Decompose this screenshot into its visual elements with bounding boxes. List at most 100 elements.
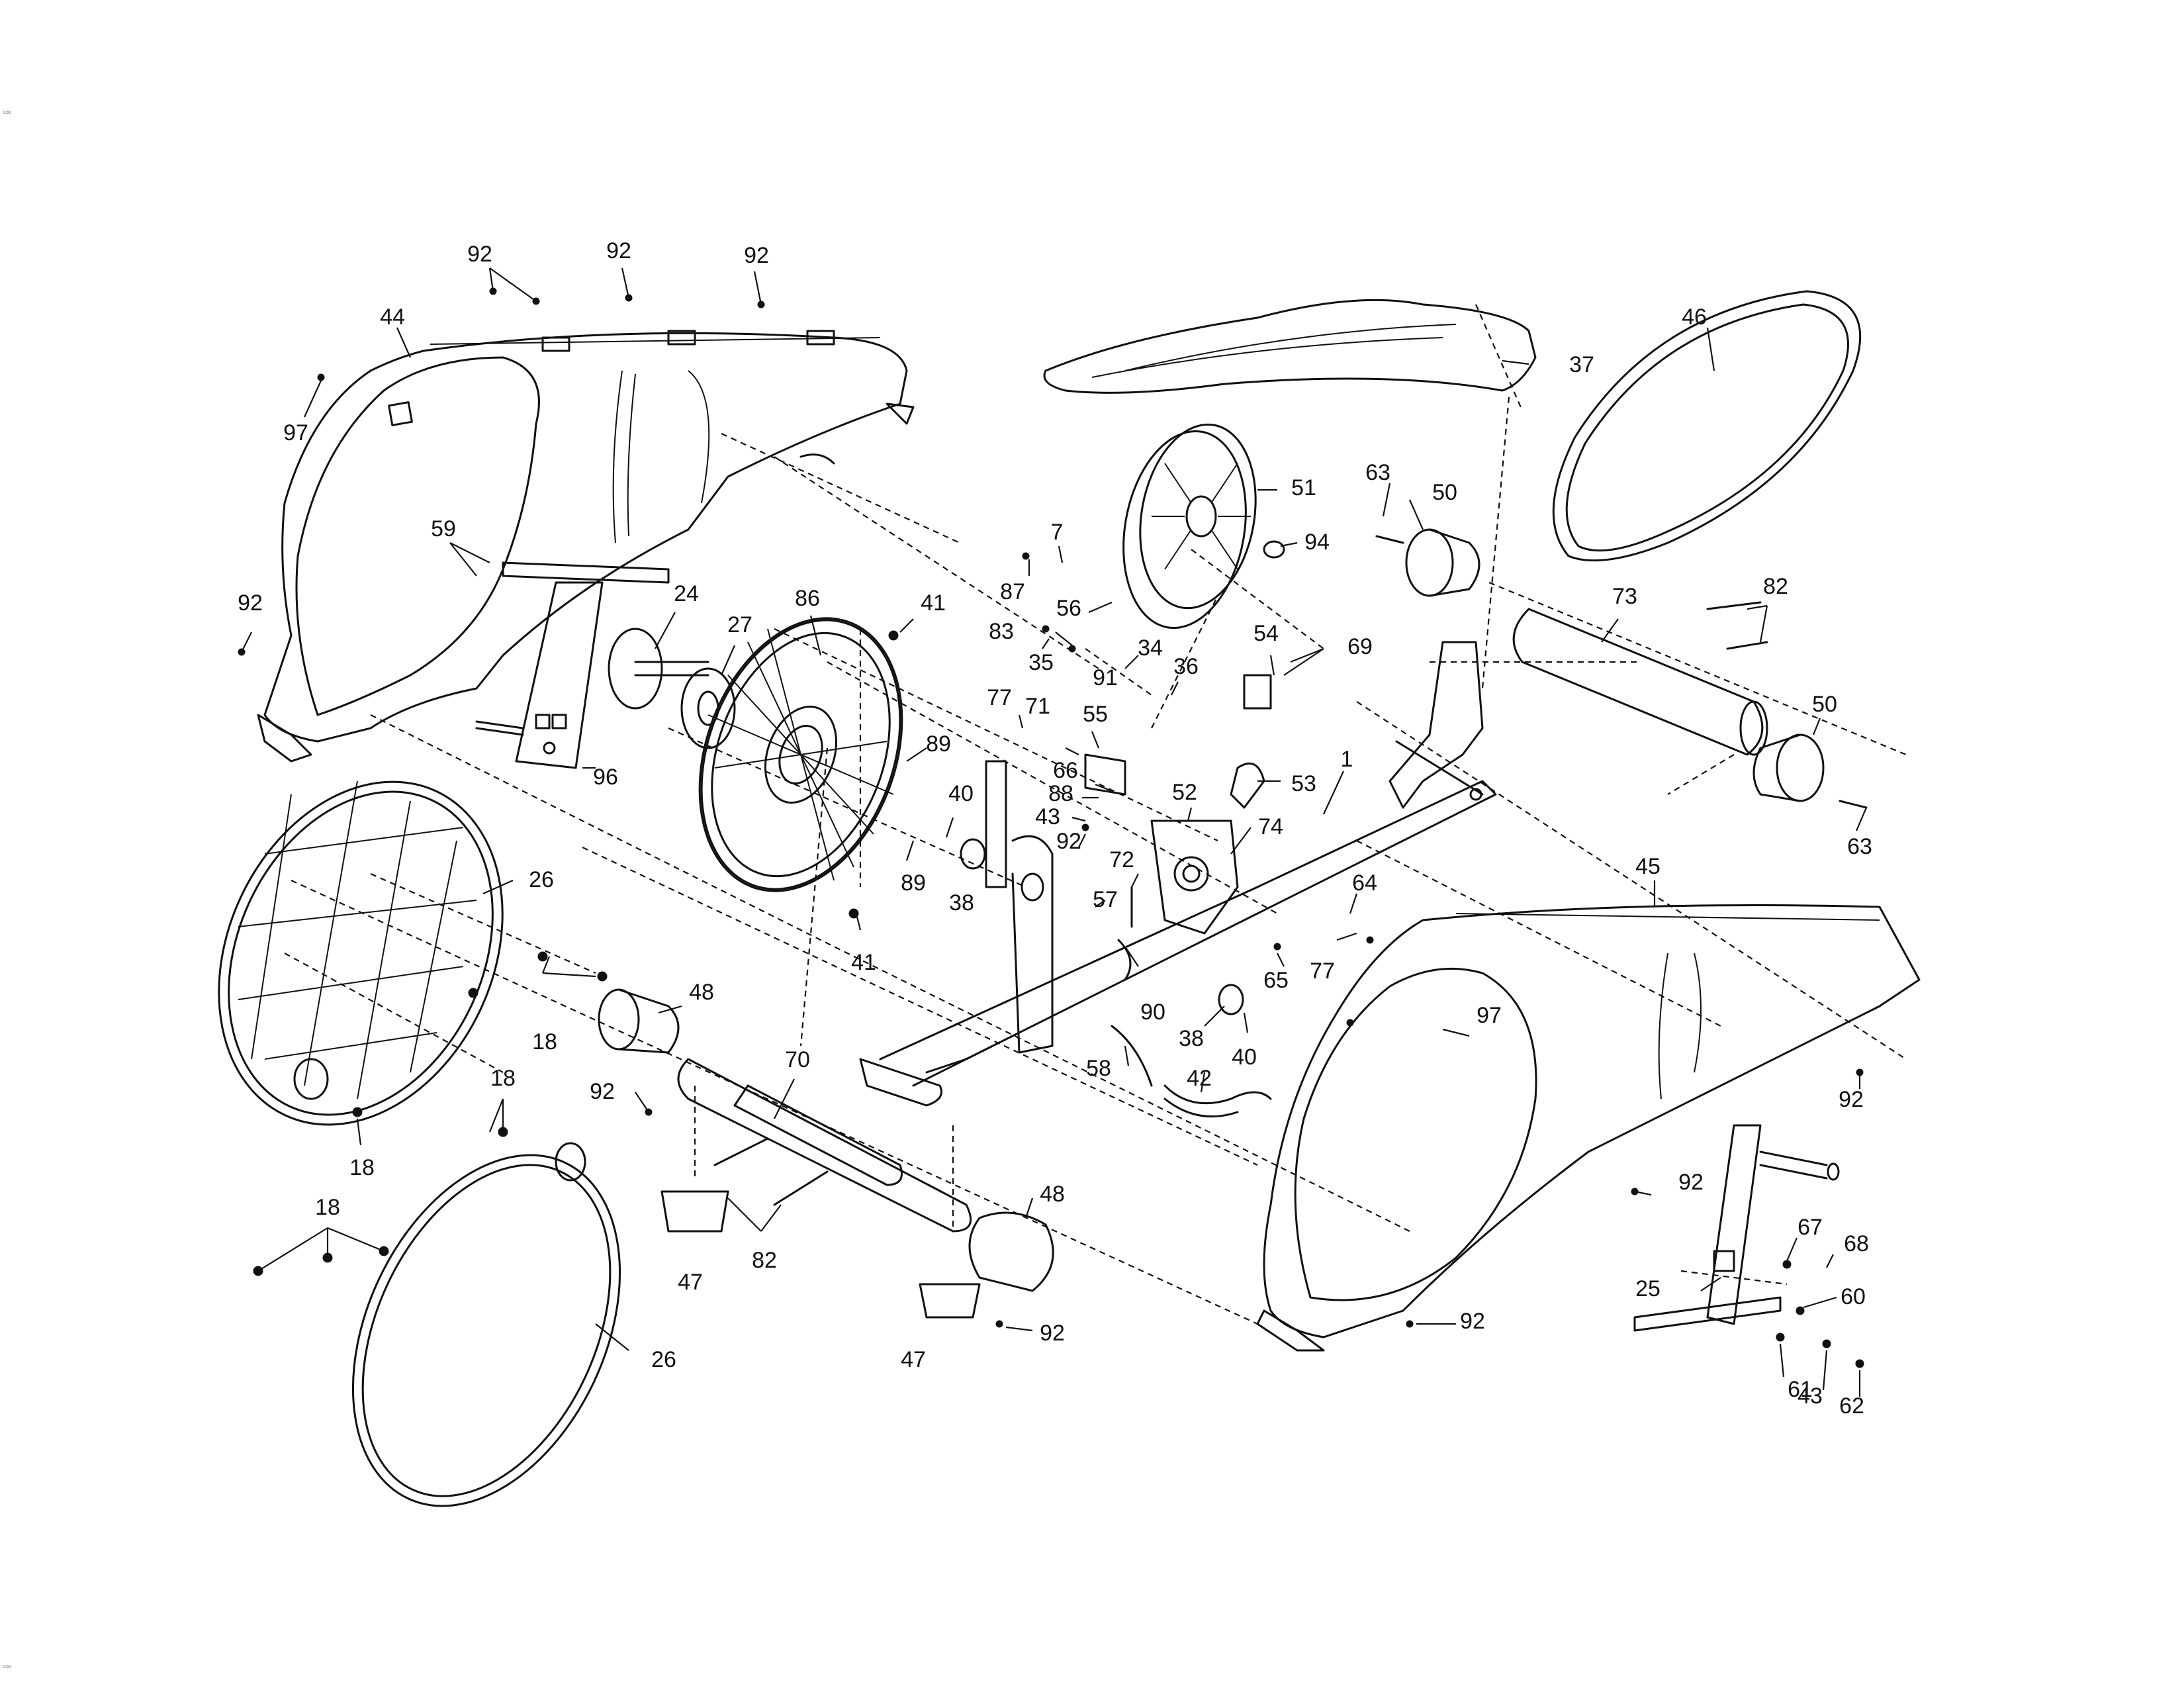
drive-belt bbox=[1552, 290, 1862, 562]
callout-38-a: 38 bbox=[949, 890, 974, 915]
callout-41-a: 41 bbox=[921, 590, 946, 616]
callout-40-a: 40 bbox=[948, 781, 974, 806]
callout-86: 86 bbox=[795, 586, 820, 611]
upright-bracket bbox=[475, 561, 670, 769]
callout-73: 73 bbox=[1612, 584, 1637, 609]
callout-94: 94 bbox=[1304, 530, 1330, 555]
callout-66: 66 bbox=[1053, 758, 1078, 783]
callout-92-i: 92 bbox=[1678, 1170, 1704, 1195]
drive-pulley bbox=[1122, 423, 1285, 630]
callout-92-a: 92 bbox=[467, 242, 492, 267]
right-shroud bbox=[1256, 904, 1921, 1352]
callout-82-a: 82 bbox=[752, 1248, 777, 1273]
callout-96: 96 bbox=[593, 765, 618, 790]
callout-97-b: 97 bbox=[1477, 1003, 1502, 1028]
callout-42: 42 bbox=[1187, 1066, 1212, 1091]
callout-55: 55 bbox=[1083, 702, 1108, 727]
callout-90: 90 bbox=[1140, 1000, 1165, 1025]
callout-27: 27 bbox=[727, 612, 752, 637]
leader-lines bbox=[241, 267, 1868, 1397]
callout-92-g: 92 bbox=[1056, 829, 1081, 854]
callout-1: 1 bbox=[1341, 747, 1353, 772]
callout-70: 70 bbox=[785, 1047, 810, 1072]
callout-40-b: 40 bbox=[1232, 1045, 1257, 1070]
callout-18-b: 18 bbox=[490, 1066, 516, 1091]
callout-41-b: 41 bbox=[851, 950, 876, 975]
callout-18-d: 18 bbox=[315, 1195, 340, 1220]
callout-36: 36 bbox=[1173, 654, 1199, 679]
callout-68: 68 bbox=[1844, 1231, 1869, 1256]
callout-89-b: 89 bbox=[901, 870, 926, 896]
callout-50-b: 50 bbox=[1812, 692, 1837, 717]
callout-82-b: 82 bbox=[1763, 574, 1788, 599]
margin-mark-bottom: ooo bbox=[3, 1664, 12, 1669]
callout-97-a: 97 bbox=[283, 420, 308, 445]
callout-61: 61 bbox=[1788, 1377, 1813, 1402]
callout-43-a: 43 bbox=[1035, 804, 1060, 829]
callout-62: 62 bbox=[1839, 1393, 1864, 1419]
rear-bracket bbox=[1633, 1124, 1840, 1332]
callout-58: 58 bbox=[1086, 1056, 1111, 1081]
callout-57: 57 bbox=[1093, 887, 1118, 912]
callout-24: 24 bbox=[674, 581, 699, 606]
callout-92-b: 92 bbox=[606, 238, 631, 263]
callout-47-a: 47 bbox=[678, 1270, 703, 1295]
callout-63-a: 63 bbox=[1365, 460, 1390, 485]
callout-50-a: 50 bbox=[1432, 480, 1457, 505]
callout-92-d: 92 bbox=[238, 590, 263, 616]
callout-83: 83 bbox=[989, 619, 1014, 644]
callout-74: 74 bbox=[1258, 814, 1283, 839]
callout-43-b: 43 bbox=[1797, 1383, 1823, 1409]
callout-63-b: 63 bbox=[1847, 834, 1872, 859]
callout-44: 44 bbox=[380, 305, 405, 330]
callout-91: 91 bbox=[1093, 665, 1118, 690]
left-shroud bbox=[257, 330, 915, 763]
callout-65: 65 bbox=[1263, 968, 1289, 993]
callout-64: 64 bbox=[1352, 870, 1377, 896]
callout-89-a: 89 bbox=[926, 731, 951, 757]
callout-48-b: 48 bbox=[1040, 1182, 1065, 1207]
callout-92-c: 92 bbox=[744, 243, 769, 268]
callout-52: 52 bbox=[1172, 780, 1197, 805]
bearings-and-wires bbox=[960, 838, 1272, 1118]
callout-7: 7 bbox=[1051, 520, 1064, 545]
callout-67: 67 bbox=[1797, 1215, 1823, 1240]
flywheel-hub bbox=[608, 628, 736, 749]
callout-72: 72 bbox=[1109, 847, 1134, 872]
main-frame bbox=[859, 641, 1497, 1107]
assembly-lines bbox=[284, 304, 1907, 1325]
callout-25: 25 bbox=[1635, 1276, 1661, 1301]
callout-48-a: 48 bbox=[689, 980, 714, 1005]
crank-rollers bbox=[1375, 528, 1868, 809]
callout-53: 53 bbox=[1291, 771, 1316, 796]
margin-marks: ooo ooo bbox=[3, 109, 12, 1669]
callout-38-b: 38 bbox=[1179, 1026, 1204, 1051]
callout-51: 51 bbox=[1291, 475, 1316, 500]
callout-46: 46 bbox=[1682, 305, 1707, 330]
callout-59: 59 bbox=[431, 516, 456, 541]
callout-labels: 92 92 92 44 97 59 92 24 27 86 41 96 26 1… bbox=[238, 238, 1872, 1419]
callout-26-b: 26 bbox=[651, 1347, 676, 1372]
callout-18-c: 18 bbox=[349, 1155, 375, 1180]
callout-60: 60 bbox=[1841, 1284, 1866, 1309]
callout-77-a: 77 bbox=[987, 685, 1012, 710]
callout-88: 88 bbox=[1048, 781, 1073, 806]
callout-34: 34 bbox=[1138, 635, 1163, 661]
callout-92-h: 92 bbox=[1839, 1087, 1864, 1112]
front-stabilizer bbox=[598, 988, 1054, 1319]
callout-37: 37 bbox=[1569, 352, 1594, 377]
callout-92-j: 92 bbox=[1460, 1309, 1485, 1334]
callout-26-a: 26 bbox=[529, 867, 554, 892]
top-cover bbox=[1043, 299, 1537, 394]
flywheel bbox=[698, 617, 903, 892]
callout-54: 54 bbox=[1253, 621, 1279, 646]
margin-mark-top: ooo bbox=[3, 109, 12, 115]
callout-92-e: 92 bbox=[590, 1079, 615, 1104]
flywheel-shield-left bbox=[218, 780, 504, 1126]
callout-35: 35 bbox=[1028, 650, 1054, 675]
callout-71: 71 bbox=[1025, 694, 1050, 719]
callout-77-b: 77 bbox=[1310, 959, 1335, 984]
callout-69: 69 bbox=[1347, 634, 1373, 659]
